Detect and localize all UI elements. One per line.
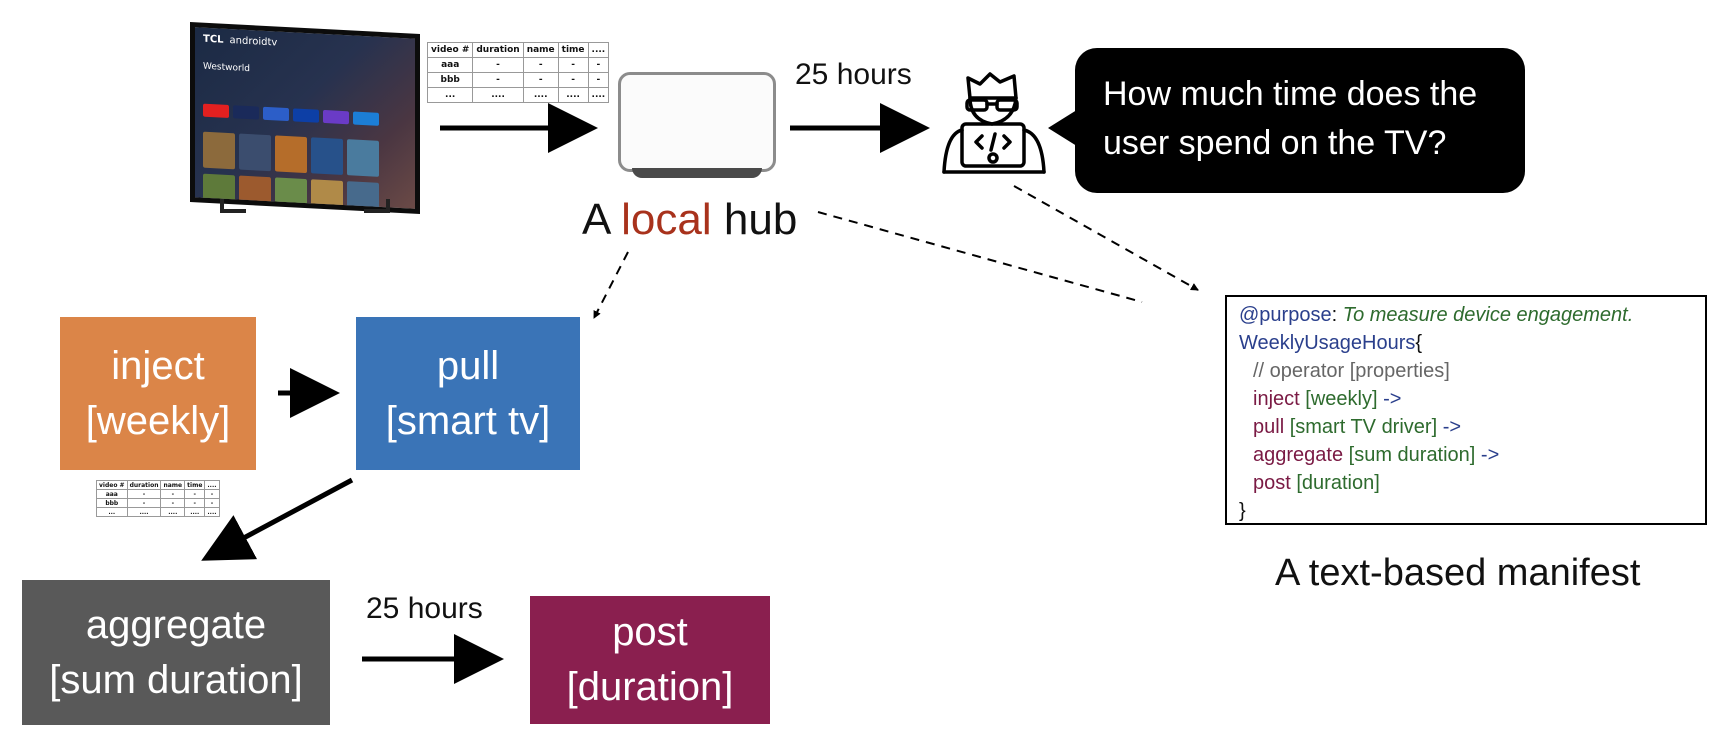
manifest-line: pull [smart TV driver] -> bbox=[1253, 416, 1462, 438]
aggregate-block: aggregate [sum duration] bbox=[22, 580, 330, 725]
hub-screen bbox=[618, 72, 776, 172]
manifest-box: @purpose: To measure device engagement. … bbox=[1225, 295, 1707, 525]
manifest-line: inject [weekly] -> bbox=[1253, 388, 1402, 410]
table-row: ....... ........ .... bbox=[426, 87, 610, 103]
dashed-hub-to-manifest bbox=[817, 211, 1143, 303]
manifest-line: post [duration] bbox=[1253, 472, 1380, 494]
top-arrow-label: 25 hours bbox=[795, 58, 912, 91]
dashed-developer-to-manifest bbox=[1013, 185, 1199, 291]
manifest-caption: A text-based manifest bbox=[1275, 552, 1641, 594]
table-row: aaa- -- - bbox=[96, 489, 220, 499]
arrow-pull-to-aggregate bbox=[201, 477, 354, 561]
table-row: bbb- -- - bbox=[426, 72, 610, 88]
hub-base bbox=[632, 168, 762, 178]
question-line-1: How much time does the bbox=[1103, 75, 1478, 113]
manifest-name: WeeklyUsageHours{ bbox=[1239, 332, 1423, 354]
dashed-hub-to-pull bbox=[593, 251, 629, 319]
tv-leg-left bbox=[220, 199, 246, 213]
hub-label-highlight: local bbox=[621, 195, 712, 244]
hub-label: A local hub bbox=[582, 195, 798, 244]
manifest-close: } bbox=[1239, 500, 1246, 522]
post-block: post [duration] bbox=[530, 596, 770, 724]
local-hub-device bbox=[618, 72, 778, 180]
question-line-2: user spend on the TV? bbox=[1103, 124, 1447, 162]
manifest-line: aggregate [sum duration] -> bbox=[1253, 444, 1500, 466]
question-bubble: How much time does the user spend on the… bbox=[1075, 48, 1525, 193]
bubble-tail bbox=[1048, 108, 1080, 148]
manifest-comment: // operator [properties] bbox=[1253, 360, 1450, 382]
inject-block: inject [weekly] bbox=[60, 317, 256, 470]
tv-leg-right bbox=[364, 199, 390, 213]
pull-block: pull [smart tv] bbox=[356, 317, 580, 470]
developer-icon bbox=[942, 72, 1046, 174]
bottom-arrow-label: 25 hours bbox=[366, 592, 483, 625]
manifest-purpose: @purpose: To measure device engagement. bbox=[1239, 304, 1634, 326]
table-row: ....... ........ .... bbox=[96, 507, 220, 517]
